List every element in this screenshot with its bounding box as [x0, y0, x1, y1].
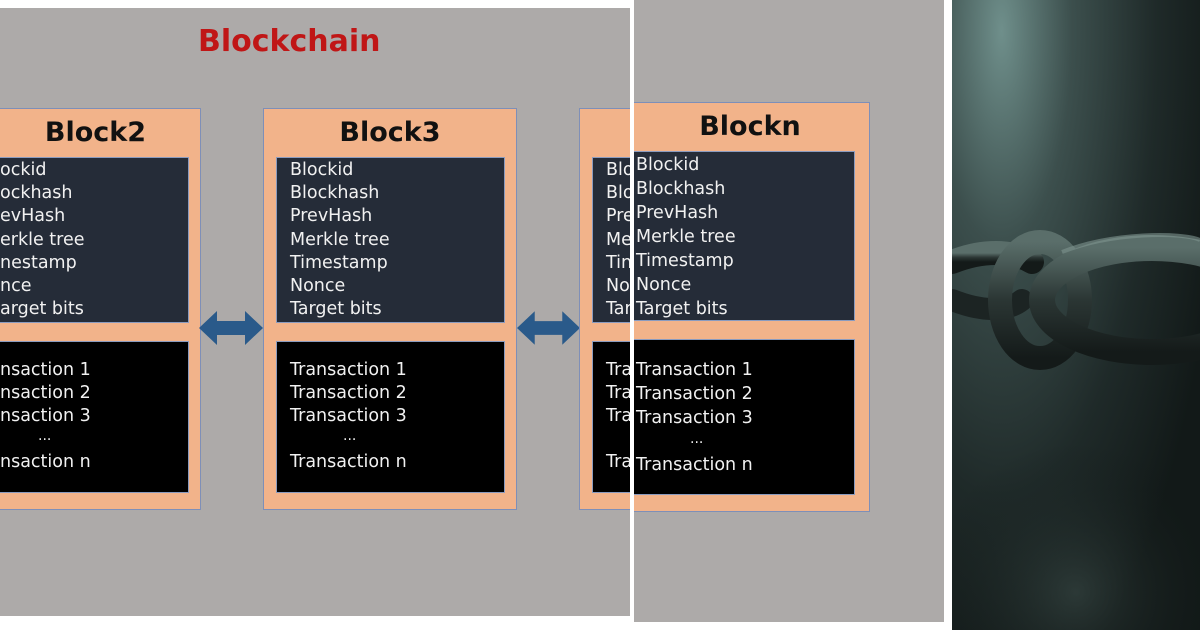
block2-tx-ellipsis: ... — [38, 428, 52, 444]
block2-field-target: arget bits — [0, 299, 84, 319]
blockn-tx-2: Transaction 2 — [636, 384, 753, 404]
blockn-field-target: Target bits — [636, 299, 728, 319]
blockn-transactions: Transaction 1 Transaction 2 Transaction … — [634, 339, 855, 495]
blockn-field-merkle: Merkle tree — [636, 227, 736, 247]
blockn-tx-1: Transaction 1 — [636, 360, 753, 380]
blockn-title: Blockn — [699, 111, 801, 142]
block2-tx-2: nsaction 2 — [0, 383, 91, 403]
block2-tx-3: nsaction 3 — [0, 406, 91, 426]
block3-field-timestamp: Timestamp — [290, 253, 388, 273]
blockn-tx-ellipsis: ... — [690, 431, 704, 447]
block3-header: Blockid Blockhash PrevHash Merkle tree T… — [276, 157, 505, 323]
block3-tx-2: Transaction 2 — [290, 383, 407, 403]
block3-field-blockid: Blockid — [290, 160, 354, 180]
block-partial-header: Blo Blo Pre Me Tin No Tar — [592, 157, 630, 323]
block-partial-tx-2: Tra — [606, 383, 630, 403]
block2-field-merkle: erkle tree — [0, 230, 85, 250]
block3-field-merkle: Merkle tree — [290, 230, 390, 250]
blockn-tx-3: Transaction 3 — [636, 408, 753, 428]
blockn-field-nonce: Nonce — [636, 275, 692, 295]
block2-field-blockid: ockid — [0, 160, 47, 180]
block3-tx-1: Transaction 1 — [290, 360, 407, 380]
block-partial: Blo Blo Pre Me Tin No Tar Tra Tra Tra Tr… — [579, 108, 630, 510]
block3-field-prevhash: PrevHash — [290, 206, 373, 226]
block2-tx-1: nsaction 1 — [0, 360, 91, 380]
block3-transactions: Transaction 1 Transaction 2 Transaction … — [276, 341, 505, 493]
block2: Block2 ockid ockhash evHash erkle tree n… — [0, 108, 201, 510]
diagram-panel-right: Blockn Blockid Blockhash PrevHash Merkle… — [634, 0, 944, 622]
block-partial-transactions: Tra Tra Tra Tra — [592, 341, 630, 493]
chain-link-icon — [952, 230, 1200, 630]
double-arrow-icon — [199, 311, 263, 345]
block-partial-field-1: Blo — [606, 160, 630, 180]
block-partial-field-4: Me — [606, 230, 630, 250]
block-partial-tx-3: Tra — [606, 406, 630, 426]
block3-field-nonce: Nonce — [290, 276, 346, 296]
double-arrow-icon — [517, 311, 580, 345]
diagram-title: Blockchain — [198, 24, 381, 59]
blockn: Blockn Blockid Blockhash PrevHash Merkle… — [634, 102, 870, 512]
block3-tx-n: Transaction n — [290, 452, 407, 472]
blockn-field-prevhash: PrevHash — [636, 203, 719, 223]
block-partial-tx-n: Tra — [606, 452, 630, 472]
blockn-field-blockid: Blockid — [636, 155, 700, 175]
block2-field-nonce: nce — [0, 276, 32, 296]
block3-field-target: Target bits — [290, 299, 382, 319]
block3: Block3 Blockid Blockhash PrevHash Merkle… — [263, 108, 517, 510]
block2-title: Block2 — [44, 117, 147, 148]
blockn-header: Blockid Blockhash PrevHash Merkle tree T… — [634, 151, 855, 321]
blockn-tx-n: Transaction n — [636, 455, 753, 475]
block-partial-tx-1: Tra — [606, 360, 630, 380]
blockn-field-blockhash: Blockhash — [636, 179, 726, 199]
block2-field-prevhash: evHash — [0, 206, 66, 226]
block2-field-blockhash: ockhash — [0, 183, 73, 203]
diagram-panel-left: Blockchain Block2 ockid ockhash evHash e… — [0, 8, 630, 616]
block3-title: Block3 — [339, 117, 441, 148]
block-partial-field-2: Blo — [606, 183, 630, 203]
block3-tx-3: Transaction 3 — [290, 406, 407, 426]
block2-header: ockid ockhash evHash erkle tree nestamp … — [0, 157, 189, 323]
block2-tx-n: nsaction n — [0, 452, 91, 472]
chain-link-image — [952, 0, 1200, 630]
block3-field-blockhash: Blockhash — [290, 183, 380, 203]
block-partial-field-6: No — [606, 276, 630, 296]
blockn-field-timestamp: Timestamp — [636, 251, 734, 271]
block3-tx-ellipsis: ... — [343, 428, 357, 444]
block-partial-field-5: Tin — [606, 253, 630, 273]
block2-field-timestamp: nestamp — [0, 253, 77, 273]
block-partial-field-3: Pre — [606, 206, 630, 226]
block-partial-field-7: Tar — [606, 299, 630, 319]
block2-transactions: nsaction 1 nsaction 2 nsaction 3 ... nsa… — [0, 341, 189, 493]
